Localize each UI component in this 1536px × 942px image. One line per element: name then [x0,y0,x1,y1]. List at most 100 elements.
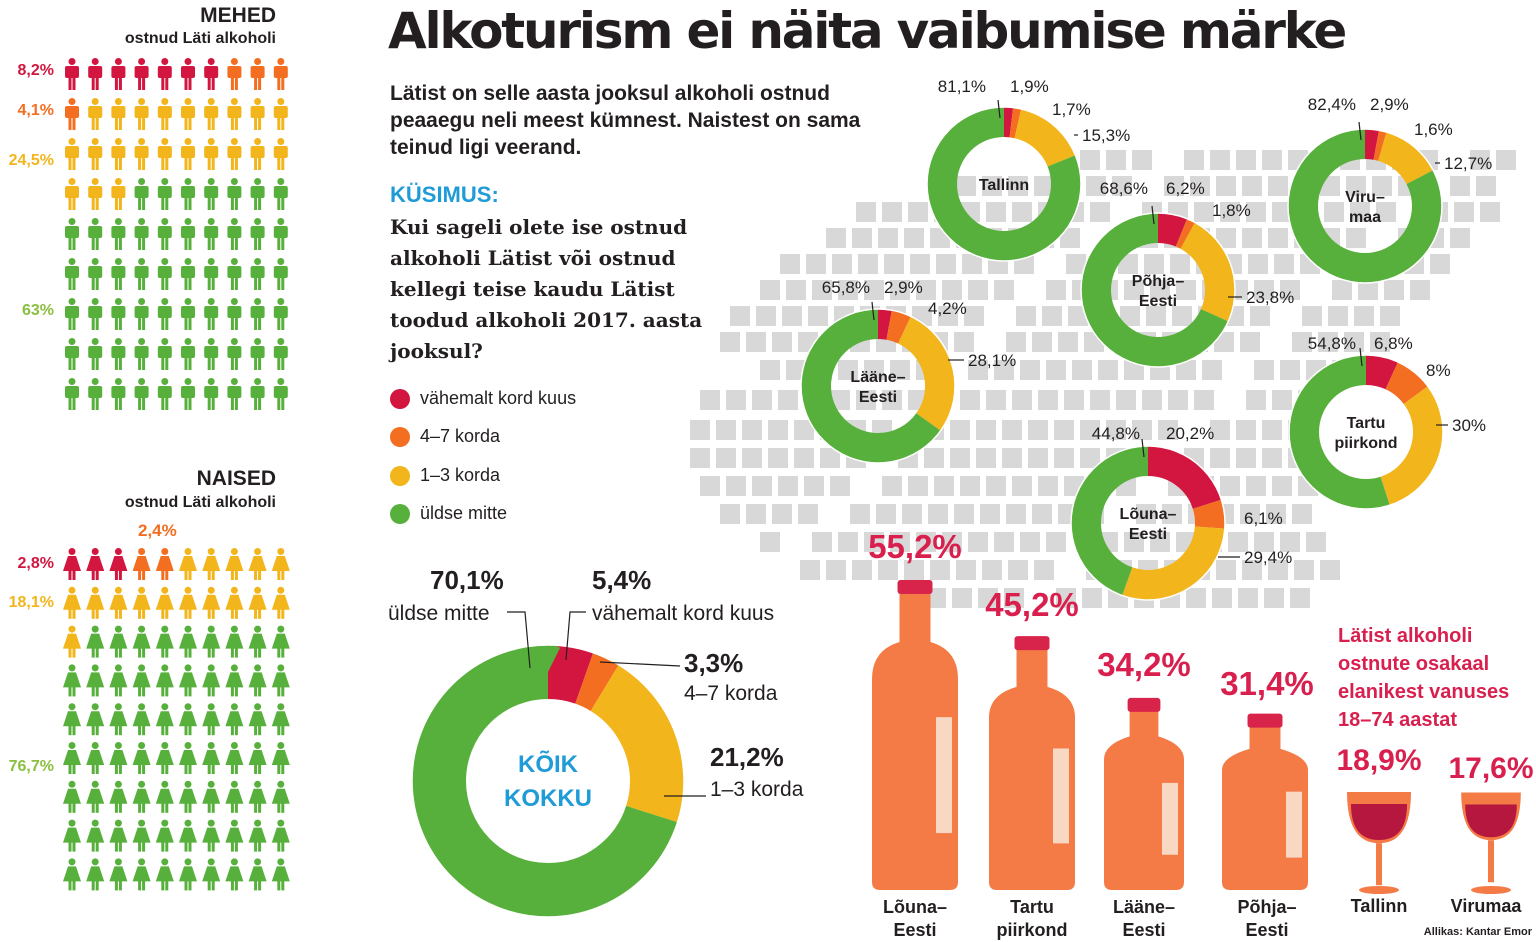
men-figure [88,178,103,210]
map-cell [1384,280,1404,300]
total-yellow-pct: 21,2% [710,742,784,772]
map-cell [1004,588,1024,608]
map-cell [1328,306,1348,326]
men-subtitle: ostnud Läti alkoholi [124,30,276,47]
men-figure [88,98,103,130]
map-cell [864,280,884,300]
men-figure [273,378,288,410]
bottle-pct-tartu: 45,2% [985,586,1079,623]
men-figure [134,298,149,330]
men-figure [273,258,288,290]
map-cell [1054,448,1074,468]
map-cell [1066,254,1086,274]
total-green-pct: 70,1% [430,565,504,595]
women-figure [132,586,151,619]
map-cell [1210,420,1230,440]
map-cell [1172,306,1192,326]
map-cell [964,306,984,326]
women-figure [109,858,128,891]
women-figure [132,742,151,774]
map-cell [1280,532,1300,552]
map-cell [1008,176,1028,196]
women-figure [132,858,151,891]
women-figure [132,819,151,852]
map-cell [786,360,806,380]
total-donut-slice-3 [412,645,684,917]
map-cell [1274,254,1294,274]
women-figure [155,548,174,580]
men-figure [204,258,219,290]
map-cell [838,360,858,380]
region-donut-4-label-3: 30% [1452,416,1486,435]
women-figure [179,819,197,852]
bottle-cap [1247,713,1283,728]
women-figure [179,625,197,658]
map-cell [1346,176,1366,196]
legend-item-never: üldse mitte [390,503,507,524]
map-cell [956,176,976,196]
region-donut-3-slice-3 [801,309,955,463]
map-cell [832,254,852,274]
women-label-4-7: 2,4% [138,521,177,540]
women-figure [179,780,197,813]
women-figure [63,664,81,697]
women-figure [155,819,174,852]
map-cell [858,254,878,274]
region-donut-0-slice-3 [927,107,1081,261]
map-cell [942,280,962,300]
total-donut-slice-2 [412,645,684,917]
women-figure [248,819,267,852]
map-cell [856,202,876,222]
bottle-2 [1104,697,1184,890]
region-donut-1-label-0: 82,4% [1308,95,1356,114]
men-figure [250,138,265,170]
men-figure [227,258,242,290]
map-cell [1158,420,1178,440]
map-cell [982,176,1002,196]
map-cell [902,504,922,524]
region-donut-3-label-1: 2,9% [884,278,923,297]
region-donut-5-label-3: 29,4% [1244,548,1292,567]
men-figure [181,298,195,330]
map-cell [1476,176,1496,196]
map-cell [1242,228,1262,248]
women-figure [179,858,197,891]
men-label-never: 63% [21,302,54,319]
total-center-2: KOKKU [504,785,592,812]
men-figure [250,258,265,290]
map-cell [986,390,1006,410]
map-cell [1194,202,1214,222]
men-figure [273,338,288,370]
map-cell [826,228,846,248]
map-cell [1242,560,1262,580]
map-cell [1054,420,1074,440]
map-cell [746,332,766,352]
total-leader-red [565,611,586,661]
map-cell [1262,420,1282,440]
total-center-1: KÕIK [518,750,579,778]
region-donut-5-slice-3 [1071,446,1225,600]
region-donut-1-label-1: 2,9% [1370,95,1409,114]
map-cell [950,420,970,440]
region-donut-1-name: Viru– [1345,189,1385,206]
region-donut-3-label-3: 28,1% [968,351,1016,370]
men-label-monthly: 8,2% [17,62,54,79]
men-figure [88,218,103,250]
map-cell [1032,504,1052,524]
women-figure [132,780,151,813]
map-cell [1272,202,1292,222]
glass-wine [1351,804,1407,840]
women-figure [63,548,81,580]
map-cell [716,448,736,468]
region-donut-1-slice-3 [1288,129,1442,283]
region-donut-1-label-2: 1,6% [1414,120,1453,139]
region-donut-2-name: Eesti [1139,293,1177,310]
map-cell [882,476,902,496]
women-figure [63,586,81,619]
women-figure [132,664,151,697]
map-cell [1480,202,1500,222]
map-cell [934,476,954,496]
map-cell [1136,504,1156,524]
glass-pct-virumaa: 17,6% [1448,752,1534,785]
